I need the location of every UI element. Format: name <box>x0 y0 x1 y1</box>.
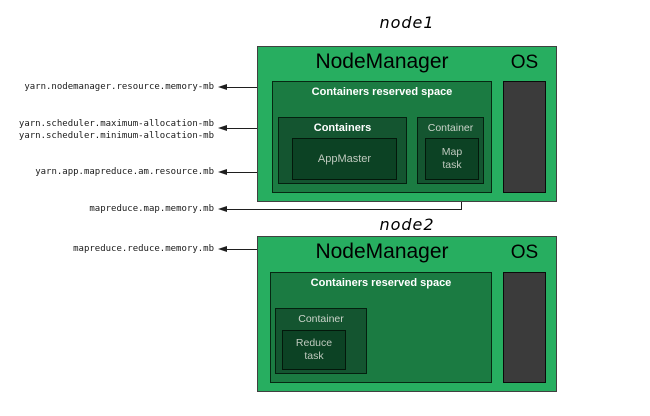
node2-container-box: Container Reduce task <box>275 308 367 374</box>
node2-container-label: Container <box>298 313 344 325</box>
node1-nodemanager-box: NodeManager OS Containers reserved space… <box>257 46 557 202</box>
arrowhead-scheduler-allocation <box>218 125 227 131</box>
node1-map-task-label-line1: Map <box>441 146 463 158</box>
config-label-mapreduce-map-memory: mapreduce.map.memory.mb <box>89 204 214 214</box>
node1-containers-reserved-space-label: Containers reserved space <box>311 86 453 98</box>
node1-os-label: OS <box>510 52 539 73</box>
node1-containers-box: Containers AppMaster <box>278 117 407 184</box>
config-label-scheduler-allocation: yarn.scheduler.maximum-allocation-mb yar… <box>19 118 214 142</box>
config-label-nodemanager-resource-memory: yarn.nodemanager.resource.memory-mb <box>24 82 214 92</box>
node1-nodemanager-label: NodeManager <box>315 50 449 73</box>
node2-containers-reserved-space-label: Containers reserved space <box>310 277 452 289</box>
node2-nodemanager-label: NodeManager <box>315 240 449 263</box>
arrowhead-nodemanager-resource <box>218 84 227 90</box>
node1-containers-reserved-space-box: Containers reserved space Containers App… <box>272 81 492 193</box>
node2-reduce-task-box: Reduce task <box>282 330 346 370</box>
node1-os-memory-block <box>503 81 546 193</box>
arrowhead-reduce-memory <box>218 246 227 252</box>
connector-line-map-memory-horizontal <box>227 209 462 210</box>
node2-reduce-task-label-line1: Reduce <box>295 337 333 349</box>
node1-map-container-box: Container Map task <box>417 117 484 184</box>
node1-appmaster-box: AppMaster <box>292 138 397 180</box>
node1-appmaster-label: AppMaster <box>317 153 372 165</box>
node2-os-label: OS <box>510 242 539 263</box>
node2-reduce-task-label-line2: task <box>304 350 324 362</box>
node1-map-task-label-line2: task <box>442 159 462 171</box>
arrowhead-am-resource <box>218 169 227 175</box>
node1-title: node1 <box>379 13 435 32</box>
connector-line-nodemanager-resource <box>227 87 272 88</box>
config-label-scheduler-maximum-allocation: yarn.scheduler.maximum-allocation-mb <box>18 119 214 129</box>
connector-line-scheduler-allocation <box>227 128 277 129</box>
node1-containers-label: Containers <box>313 122 372 134</box>
node2-containers-reserved-space-box: Containers reserved space Container Redu… <box>270 272 492 383</box>
node2-nodemanager-box: NodeManager OS Containers reserved space… <box>257 236 557 392</box>
config-label-mapreduce-reduce-memory: mapreduce.reduce.memory.mb <box>73 244 214 254</box>
config-label-app-mapreduce-am-resource: yarn.app.mapreduce.am.resource.mb <box>35 167 214 177</box>
node1-map-container-label: Container <box>427 122 474 134</box>
arrowhead-map-memory <box>218 206 227 212</box>
node2-os-memory-block <box>503 272 546 383</box>
config-label-scheduler-minimum-allocation: yarn.scheduler.minimum-allocation-mb <box>18 131 214 141</box>
node2-title: node2 <box>379 215 435 234</box>
node1-map-task-box: Map task <box>425 138 479 180</box>
